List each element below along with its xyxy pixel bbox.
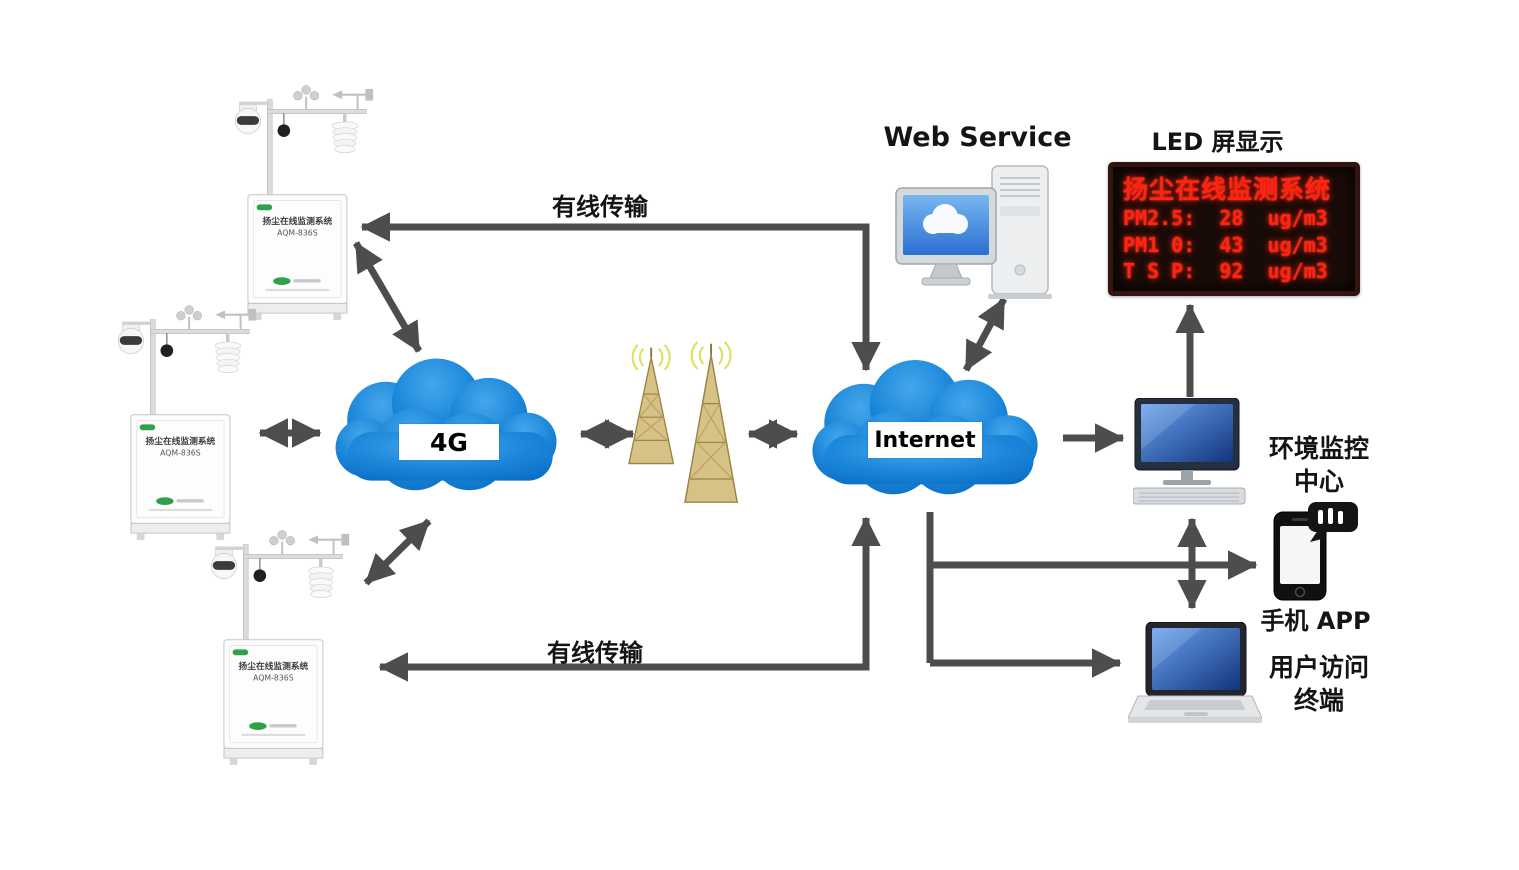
web-service-icon	[895, 165, 1052, 299]
station-model: AQM-836S	[160, 448, 201, 457]
monitoring-center-computer-icon	[1133, 398, 1246, 505]
station-model: AQM-836S	[253, 673, 294, 682]
user-terminal-laptop-icon	[1128, 622, 1262, 723]
led-display-label: LED 屏显示	[1151, 128, 1284, 156]
wired-transmission-top-label: 有线传输	[552, 193, 648, 221]
cloud-internet-label: Internet	[868, 422, 982, 458]
monitoring-center-label: 环境监控 中心	[1260, 433, 1378, 498]
wired-transmission-bottom-label: 有线传输	[547, 639, 643, 667]
monitoring-station-1: 扬尘在线监测系统 AQM-836S	[212, 80, 377, 323]
station-name: 扬尘在线监测系统	[239, 660, 309, 672]
arrow-station3-4g	[363, 518, 432, 586]
monitoring-center-label-line1: 环境监控	[1268, 434, 1369, 463]
mobile-phone-icon	[1273, 502, 1358, 601]
monitor-cloud-icon	[895, 187, 997, 286]
mobile-app-label: 手机 APP	[1260, 607, 1371, 635]
led-display-panel: 扬尘在线监测系统 PM2.5: 28 ug/m3 PM1 0: 43 ug/m3…	[1108, 162, 1360, 296]
station-name: 扬尘在线监测系统	[263, 215, 333, 227]
chat-bubble-icon	[1308, 502, 1358, 542]
station-model: AQM-836S	[277, 228, 318, 237]
led-reading-pm10: PM1 0: 43 ug/m3	[1123, 232, 1328, 257]
station-name: 扬尘在线监测系统	[146, 435, 216, 447]
user-terminal-label-line1: 用户访问	[1268, 653, 1369, 682]
monitoring-station-3: 扬尘在线监测系统 AQM-836S	[188, 525, 353, 768]
tower-large-icon	[684, 343, 739, 503]
monitoring-center-label-line2: 中心	[1293, 466, 1344, 496]
user-terminal-label-line2: 终端	[1293, 685, 1344, 715]
led-reading-pm25: PM2.5: 28 ug/m3	[1123, 206, 1328, 231]
user-terminal-label: 用户访问 终端	[1260, 652, 1378, 717]
led-reading-tsp: T S P: 92 ug/m3	[1123, 258, 1328, 283]
monitoring-station-2: 扬尘在线监测系统 AQM-836S	[95, 300, 260, 543]
led-title: 扬尘在线监测系统	[1123, 175, 1332, 205]
server-tower-icon	[988, 165, 1052, 299]
tower-small-icon	[628, 347, 675, 465]
transmission-towers-icon	[628, 341, 739, 503]
cloud-4g-label: 4G	[399, 424, 499, 460]
signal-waves-icon	[631, 341, 732, 371]
web-service-label: Web Service	[883, 122, 1072, 153]
